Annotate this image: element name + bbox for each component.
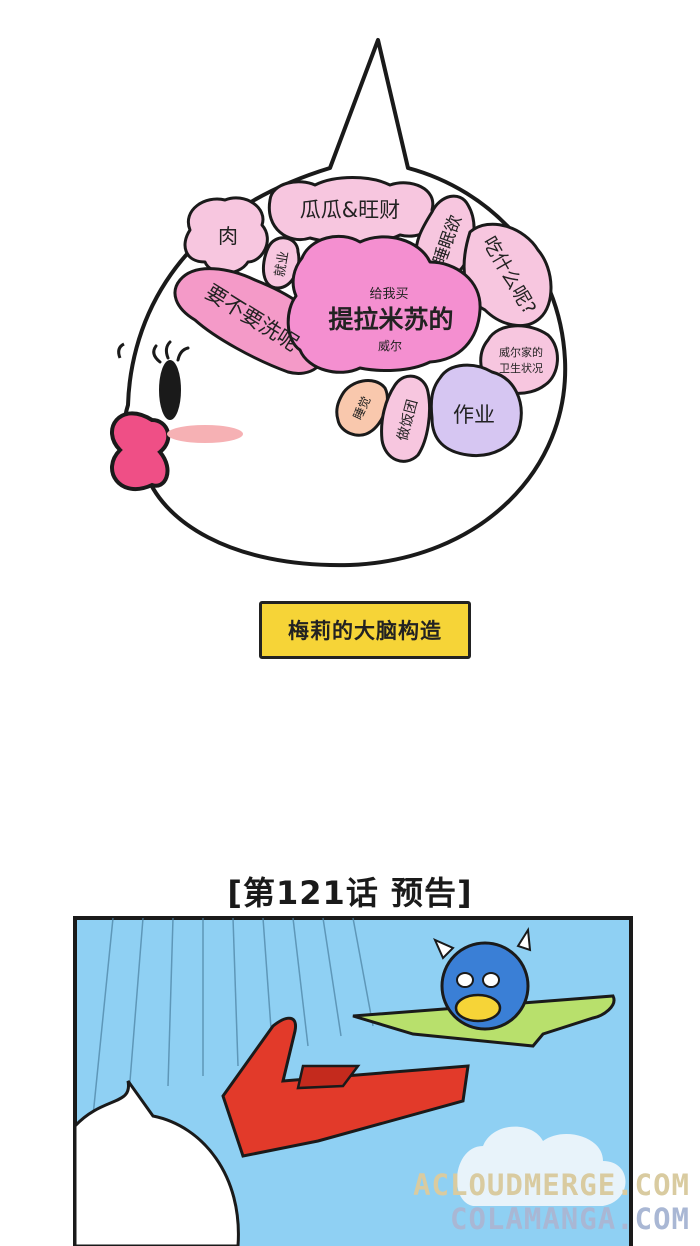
red-plane	[221, 1016, 470, 1158]
horn-right	[516, 926, 532, 952]
horn-left	[433, 938, 455, 960]
watermark-line-1: ACLOUDMERGE.COM	[413, 1168, 690, 1202]
label-tiramisu-top: 给我买	[369, 287, 408, 302]
lips	[110, 411, 171, 492]
brain-regions	[173, 176, 559, 463]
label-tiramisu-main: 提拉米苏的	[328, 305, 453, 334]
label-meat: 肉	[218, 224, 238, 248]
region-cook	[380, 374, 432, 463]
eyelash-side	[117, 342, 125, 359]
blue-character-beak	[454, 993, 502, 1023]
watermark: ACLOUDMERGE.COM COLAMANGA.COM	[413, 1168, 690, 1236]
preview-title: [第121话 预告]	[227, 874, 473, 912]
speed-lines	[92, 917, 374, 1117]
region-homework	[429, 363, 523, 458]
white-character	[73, 1080, 240, 1246]
label-hygiene-line2: 卫生状况	[499, 361, 543, 375]
label-homework: 作业	[453, 403, 495, 427]
cloud	[456, 1126, 626, 1206]
label-guagua-wangcai: 瓜瓜&旺财	[300, 198, 400, 222]
caption-box: 梅莉的大脑构造	[259, 601, 471, 659]
preview-panel-illustration	[73, 916, 633, 1246]
watermark-line-2: COLAMANGA.COM	[450, 1202, 690, 1236]
region-sleep	[335, 379, 389, 437]
brain-structure-illustration: 肉 瓜瓜&旺财 睡眠欲 吃什么呢? 就业 要不要洗呢 给我买 提拉米苏的 威尔 …	[110, 38, 568, 568]
blue-character-eye-right	[482, 972, 500, 988]
region-meat	[183, 196, 269, 275]
region-tiramisu	[286, 234, 482, 374]
label-employment: 就业	[273, 250, 292, 278]
red-plane-tail	[296, 1064, 361, 1090]
blue-character-eye-left	[456, 972, 474, 988]
label-tiramisu-bottom: 威尔	[378, 338, 402, 353]
eye	[159, 360, 181, 420]
label-hygiene-line1: 威尔家的	[499, 345, 543, 359]
eyelash	[152, 340, 190, 364]
blush	[167, 425, 243, 443]
